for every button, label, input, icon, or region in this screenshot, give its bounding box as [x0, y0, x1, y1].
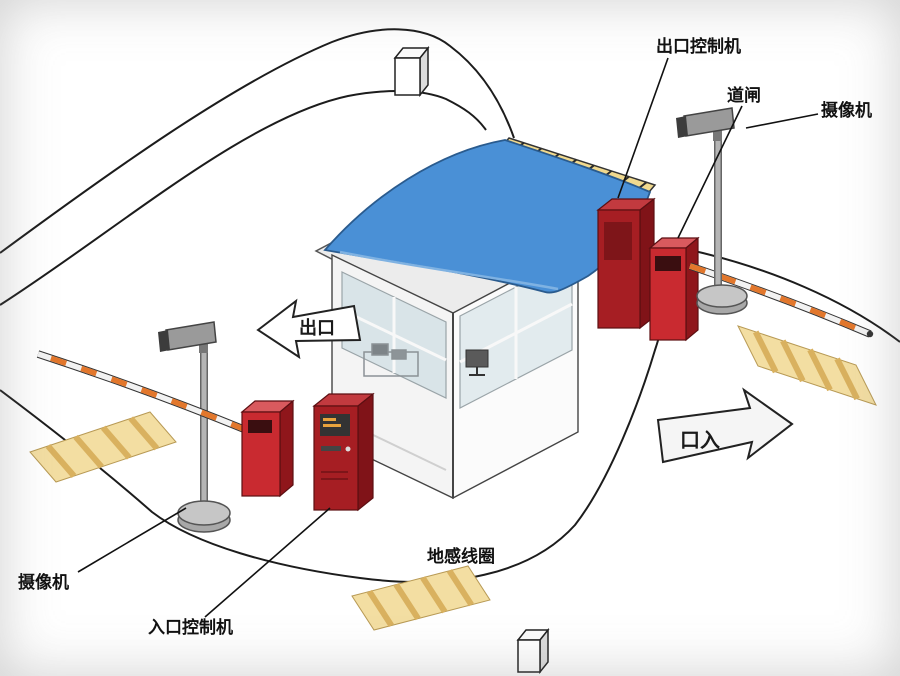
canopy-highlight [339, 250, 559, 291]
booth-interior-desk [363, 343, 419, 377]
road-edge-outer-top-left [0, 28, 515, 254]
entrance-controller-machine [312, 392, 375, 512]
camera-left-body [165, 321, 217, 351]
entrance-arrow-shape [656, 387, 794, 464]
exit-gate-cabinet [648, 236, 700, 342]
camera-left-base [177, 500, 231, 526]
exit-arrow: 出口 [256, 298, 362, 360]
camera-left-assembly [158, 321, 231, 533]
coil-left-stripes [45, 416, 160, 478]
ground-coil-left [29, 411, 177, 483]
label-ground-coil: 地感线圈 [427, 546, 495, 567]
road-box-top [393, 45, 430, 98]
coil-right-pad [737, 325, 877, 406]
exit-arrow-shape [256, 298, 362, 360]
barrier-arm-right-tip [866, 330, 874, 338]
leader-barrier-gate [677, 105, 743, 239]
booth-window-sw-mullion-h [341, 308, 447, 362]
barrier-arm-right [688, 262, 874, 338]
camera-right-assembly [676, 107, 748, 315]
exit-gate-display [655, 256, 681, 271]
label-entrance-controller: 入口控制机 [148, 617, 233, 638]
camera-right-body [683, 107, 735, 137]
leader-camera-right [745, 113, 819, 129]
camera-right-mount [713, 128, 722, 141]
entrance-controller-display-line1 [323, 418, 336, 421]
camera-left-mount [199, 340, 208, 353]
ground-coil-right [737, 325, 877, 406]
ground-coil-bottom [351, 565, 491, 631]
entrance-controller-card-slot [321, 446, 341, 451]
camera-right-base [696, 284, 748, 308]
entrance-controller-display-line2 [323, 424, 341, 427]
road-box-bottom [516, 627, 550, 675]
camera-left-lens [158, 330, 170, 352]
leader-exit-controller [617, 57, 669, 199]
label-exit-controller: 出口控制机 [656, 36, 741, 57]
label-camera-right: 摄像机 [821, 100, 872, 121]
camera-right-lens [676, 116, 688, 138]
leader-entrance-controller [204, 507, 331, 618]
callout-labels: 出口控制机 道闸 摄像机 摄像机 入口控制机 地感线圈 [18, 36, 872, 638]
label-barrier-gate: 道闸 [727, 85, 761, 106]
entrance-gate-display [248, 420, 272, 433]
booth-interior-monitor [465, 349, 489, 376]
callout-leader-lines [77, 57, 819, 618]
exit-controller-machine [596, 197, 656, 330]
entrance-gate-cabinet [240, 399, 295, 498]
coil-bottom-stripes [366, 569, 474, 628]
coil-right-stripes [753, 330, 860, 401]
barrier-arm-left [36, 350, 248, 434]
exit-controller-panel [604, 222, 632, 260]
leader-camera-left [77, 507, 187, 573]
label-camera-left: 摄像机 [18, 572, 69, 593]
exit-marking-text: 出口 [299, 317, 335, 339]
entrance-marking-text: 口入 [680, 428, 720, 452]
entrance-arrow: 口入 [656, 387, 794, 464]
road-edge-inner-top-left [0, 90, 487, 306]
entrance-controller-button [345, 446, 351, 452]
